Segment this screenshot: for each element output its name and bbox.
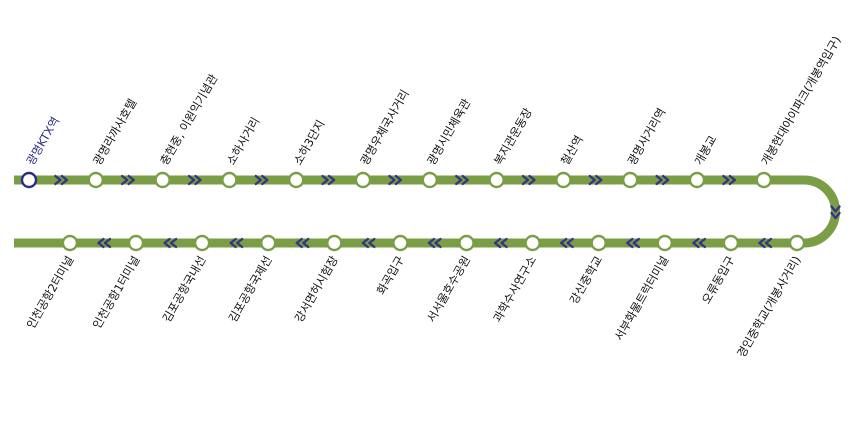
stop-marker[interactable] [61, 234, 79, 252]
stop-marker[interactable] [20, 171, 38, 189]
direction-arrow-icon [229, 237, 244, 249]
direction-arrow-icon [626, 237, 640, 249]
stop-marker[interactable] [87, 171, 105, 189]
direction-arrow-icon [692, 237, 707, 249]
stop-label: 광명KTX역 [23, 114, 62, 167]
stop-label: 화곡입구 [374, 254, 407, 298]
stop-marker[interactable] [688, 171, 706, 189]
stop-label: 김포공항국제선 [226, 254, 275, 325]
stop-label: 광명라까사호텔 [90, 96, 139, 167]
direction-arrow-icon [254, 174, 269, 186]
direction-arrow-icon [758, 237, 773, 249]
direction-arrow-icon [295, 237, 310, 249]
stop-label: 서부화물트럭터미널 [612, 254, 672, 343]
stop-marker[interactable] [193, 234, 211, 252]
stop-label: 인천공항1터미널 [90, 254, 143, 331]
stop-label: 광명시민체육관 [424, 96, 473, 168]
direction-arrow-icon [830, 205, 841, 220]
stop-marker[interactable] [488, 171, 505, 189]
direction-arrow-icon [120, 174, 135, 186]
stop-marker[interactable] [788, 234, 806, 252]
direction-arrow-icon [97, 237, 112, 249]
stop-label: 소하3단지 [291, 118, 328, 168]
stop-label: 경인중학교(개봉사거리) [734, 254, 804, 360]
direction-arrow-icon [722, 174, 737, 186]
stop-marker[interactable] [590, 234, 607, 252]
direction-arrow-icon [361, 237, 376, 249]
stop-marker[interactable] [326, 234, 343, 252]
stop-label: 김포공항국내선 [160, 254, 209, 325]
stop-label: 과학수사연구소 [490, 254, 539, 325]
stop-marker[interactable] [421, 171, 438, 189]
direction-arrows [54, 174, 841, 249]
stop-label: 오류동입구 [699, 254, 738, 307]
stop-marker[interactable] [524, 234, 541, 252]
stop-marker[interactable] [221, 171, 238, 189]
stop-marker[interactable] [555, 171, 572, 189]
stop-marker[interactable] [392, 234, 409, 252]
stop-marker[interactable] [288, 171, 305, 189]
route-line [14, 175, 840, 248]
stop-label: 철산역 [558, 133, 586, 167]
stop-label: 복지관운동장 [491, 105, 535, 167]
stop-marker[interactable] [127, 234, 145, 252]
stop-marker[interactable] [656, 234, 673, 252]
direction-arrow-icon [54, 174, 69, 186]
direction-arrow-icon [521, 174, 536, 186]
direction-arrow-icon [321, 174, 336, 186]
stop-label: 개봉현대아이파크(개봉역입구) [758, 34, 843, 168]
stop-label: 소하사거리 [224, 115, 263, 168]
stop-label: 서서울호수공원 [424, 254, 473, 325]
stop-label: 강신중학교 [567, 254, 606, 307]
direction-arrow-icon [655, 174, 670, 186]
direction-arrow-icon [388, 174, 403, 186]
direction-arrow-icon [559, 237, 574, 249]
direction-arrow-icon [163, 237, 178, 249]
direction-arrow-icon [187, 174, 202, 186]
stop-label: 충현중, 이원익기념관 [157, 71, 221, 167]
stop-marker[interactable] [458, 234, 475, 252]
stop-label: 광명사거리역 [625, 106, 669, 168]
stop-marker[interactable] [154, 171, 171, 189]
direction-arrow-icon [427, 237, 442, 249]
direction-arrow-icon [588, 174, 603, 186]
stop-marker[interactable] [722, 234, 740, 252]
stop-label: 강서면허시험장 [292, 253, 341, 325]
stop-label: 광명우체국사거리 [357, 87, 411, 167]
stop-marker[interactable] [755, 171, 772, 189]
stops [20, 171, 806, 252]
route-line-path [14, 175, 840, 248]
stop-label: 개봉교 [691, 133, 719, 167]
stop-marker[interactable] [354, 171, 372, 189]
stop-marker[interactable] [622, 171, 639, 189]
stop-label: 인천공항2터미널 [24, 254, 77, 331]
stop-marker[interactable] [260, 234, 277, 252]
direction-arrow-icon [455, 174, 469, 186]
direction-arrow-icon [493, 237, 508, 249]
